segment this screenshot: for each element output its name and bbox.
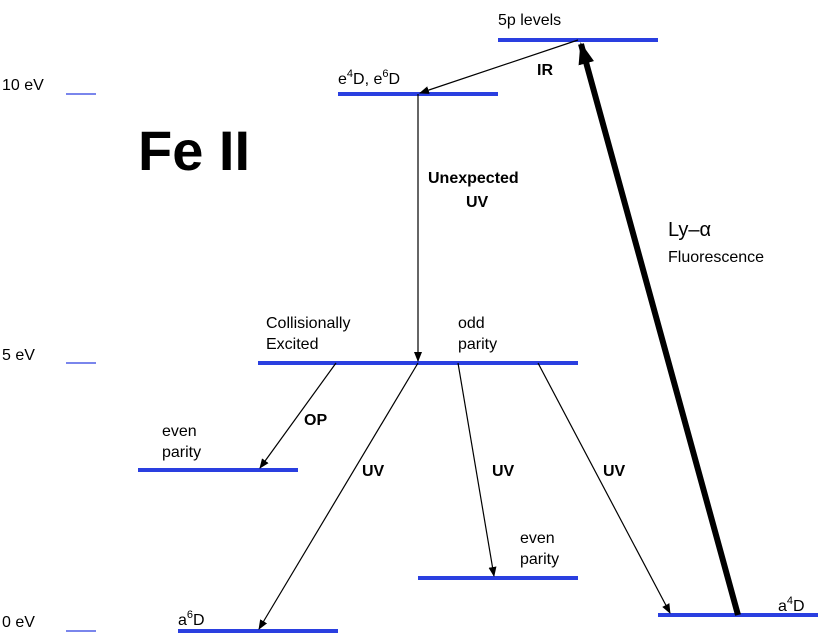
label-uv-even-right: UV	[492, 463, 515, 480]
label-op: OP	[304, 412, 327, 429]
arrow-ir	[419, 39, 579, 94]
arrow-uv-to-even-right	[457, 362, 497, 577]
label-e4d-e6d: e4D, e6D	[338, 68, 400, 88]
label-unexpected: Unexpected	[428, 170, 519, 187]
axis-label-5ev: 5 eV	[2, 347, 35, 364]
label-odd: odd	[458, 315, 485, 332]
label-a6d: a6D	[178, 609, 205, 629]
axis-label-0ev: 0 eV	[2, 614, 35, 631]
axis-label-10ev: 10 eV	[2, 77, 44, 94]
label-even-right: even	[520, 530, 555, 547]
label-collisionally: Collisionally	[266, 315, 350, 332]
energy-axis: 10 eV 5 eV 0 eV	[2, 77, 96, 632]
label-uv-a4d: UV	[603, 463, 626, 480]
label-fluorescence: Fluorescence	[668, 249, 764, 266]
label-ir: IR	[537, 62, 553, 79]
label-excited: Excited	[266, 336, 318, 353]
label-uv-a6d: UV	[362, 463, 385, 480]
label-ly-alpha: Ly–α	[668, 219, 711, 241]
label-even-left-parity: parity	[162, 444, 201, 461]
arrow-uv-to-a6d	[258, 362, 419, 630]
arrow-uv-to-a4d	[537, 362, 671, 614]
label-a4d: a4D	[778, 595, 805, 615]
label-even-left: even	[162, 423, 197, 440]
label-odd-parity: parity	[458, 336, 497, 353]
label-even-right-parity: parity	[520, 551, 559, 568]
transition-arrows	[258, 39, 741, 630]
arrow-ly-alpha	[578, 42, 741, 616]
diagram-title: Fe II	[138, 119, 250, 182]
label-5p-levels: 5p levels	[498, 12, 561, 29]
label-unexpected-uv: UV	[466, 194, 489, 211]
arrow-op	[259, 362, 337, 469]
